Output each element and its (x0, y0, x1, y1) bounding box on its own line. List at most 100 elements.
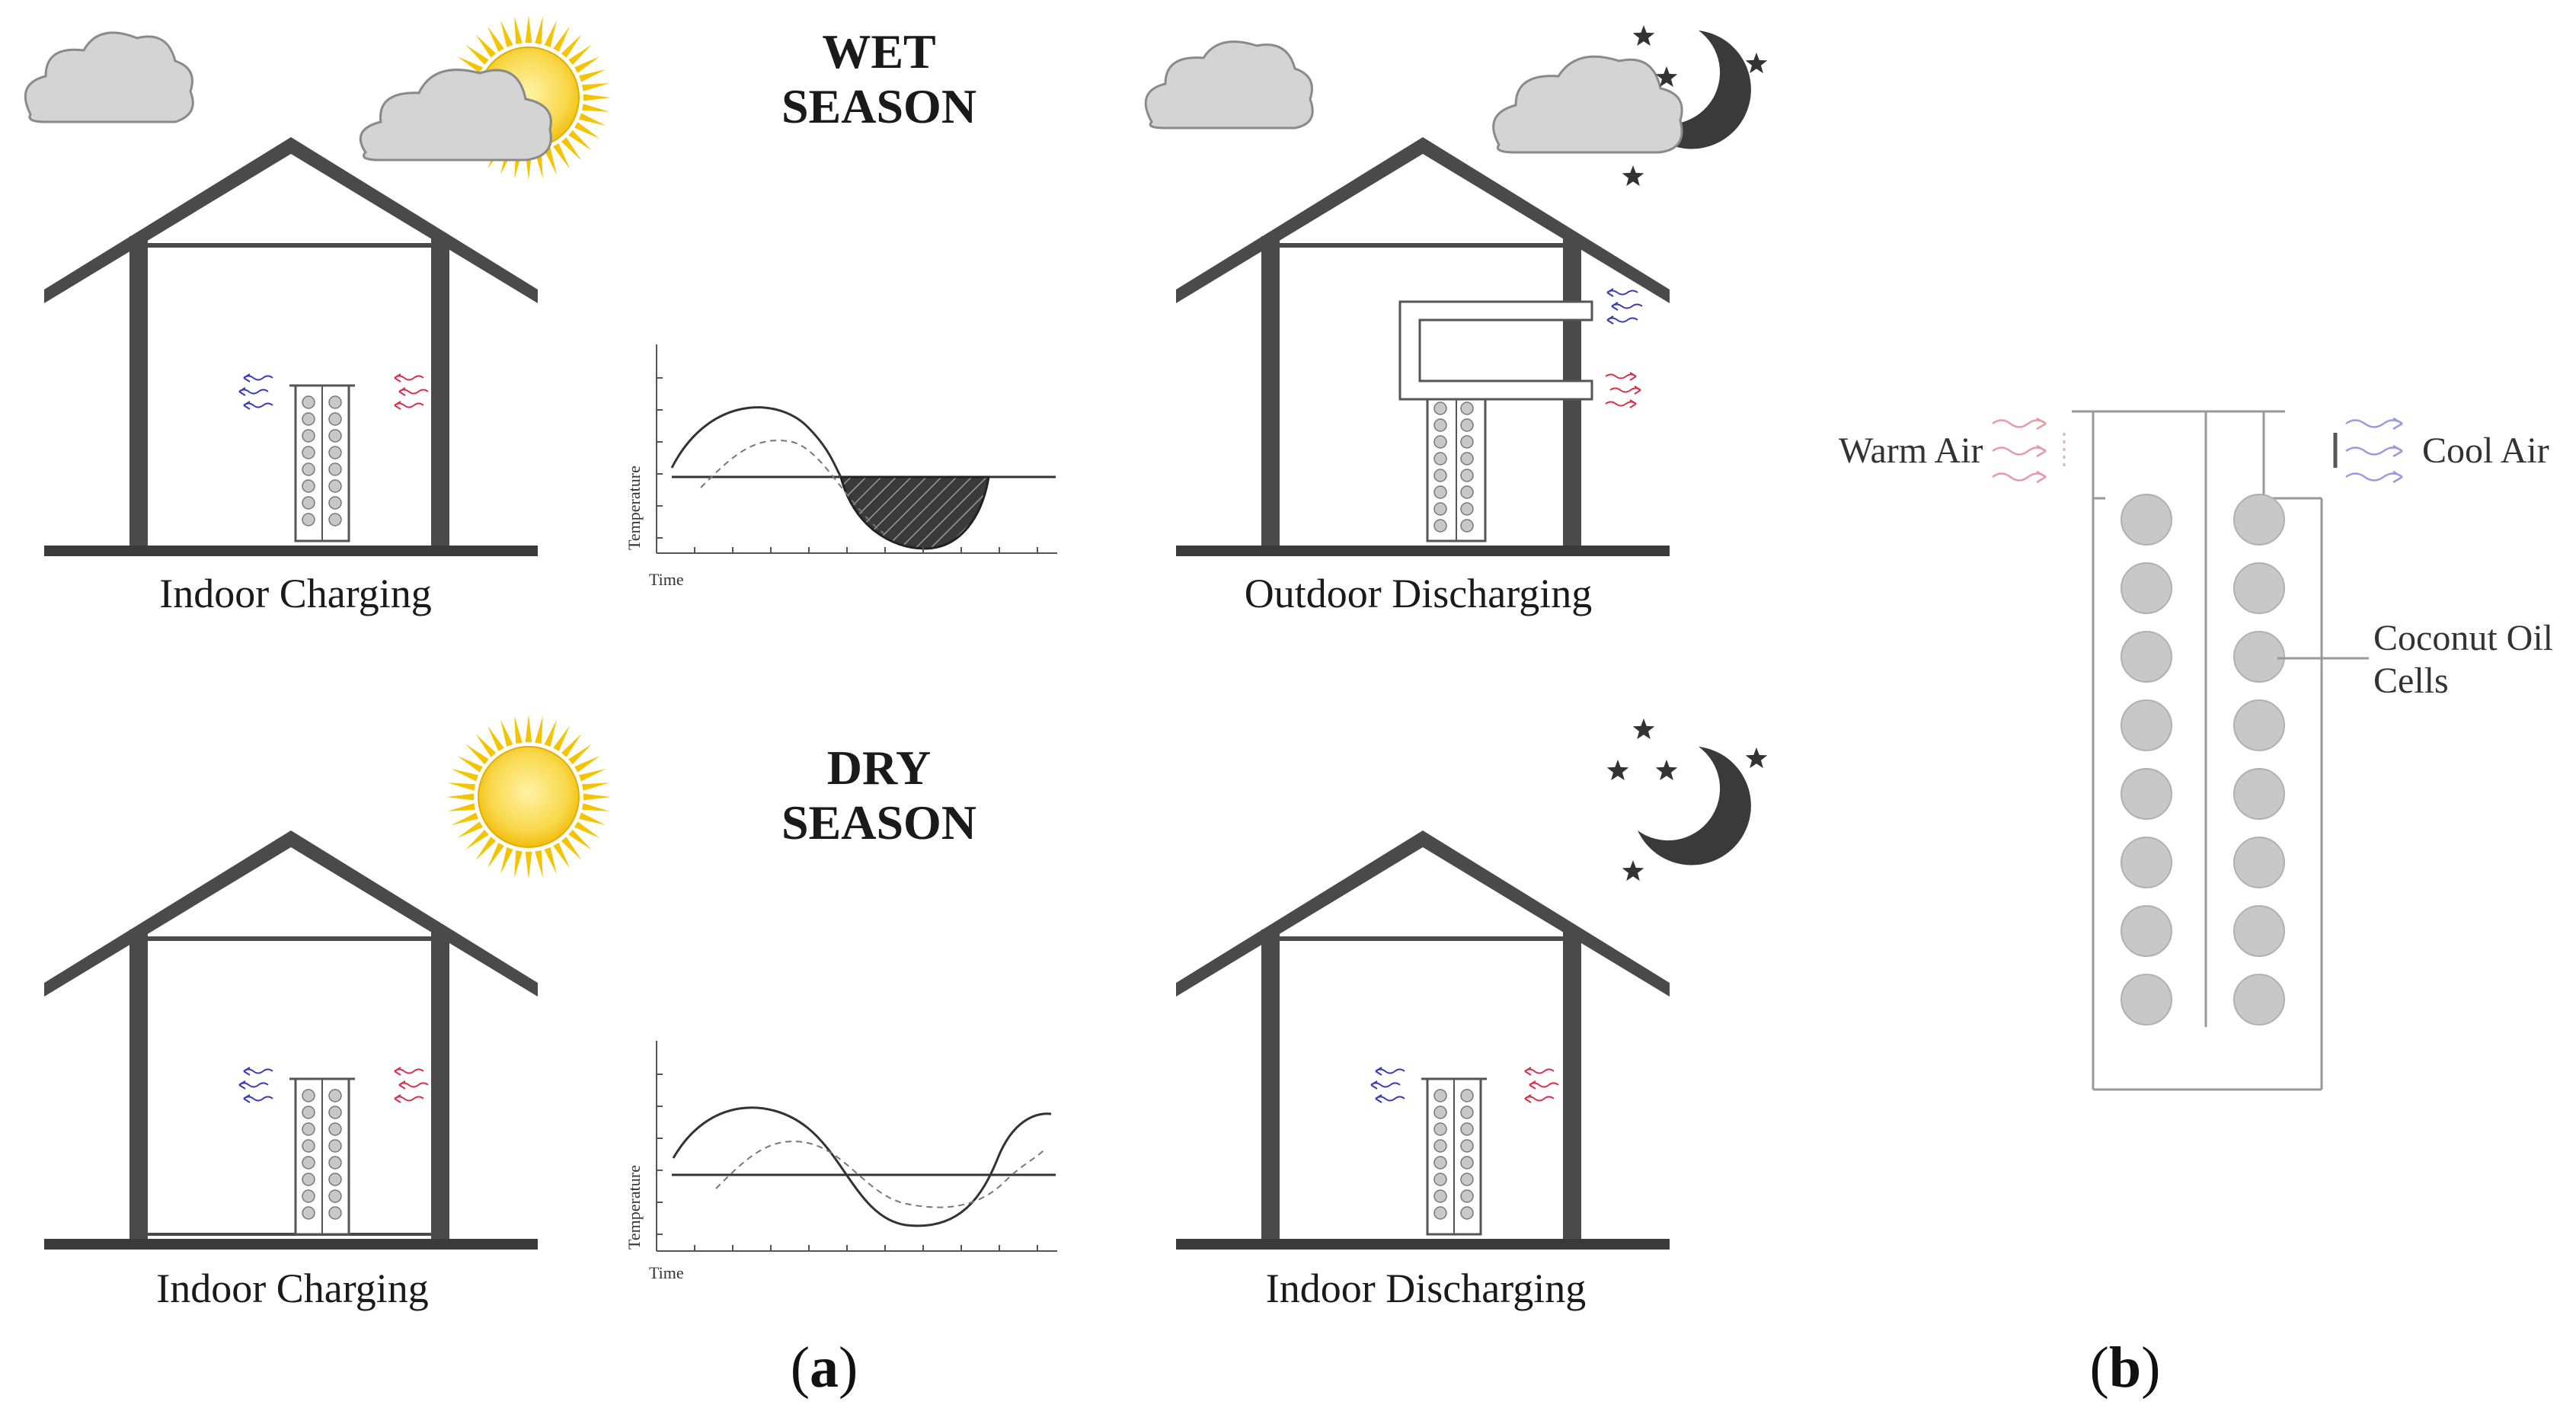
house-wet-indoor-charging (44, 137, 538, 556)
graph-dry-xlabel: Time (649, 1263, 684, 1282)
sun-ray (582, 782, 610, 791)
warm-air-arrow-icon (398, 387, 429, 396)
cell (302, 395, 315, 409)
star (1632, 718, 1655, 740)
sun-ray (525, 715, 532, 743)
caption-dry-indoor-charging: Indoor Charging (156, 1266, 429, 1311)
cool-air-arrow-icon (238, 1080, 269, 1090)
coconut-oil-cells-line1: Coconut Oil (2373, 618, 2553, 658)
dry-season-title: DRY SEASON (781, 741, 976, 850)
cell (1433, 402, 1447, 415)
panel-label-b-close: ) (2141, 1336, 2161, 1400)
coconut-oil-cells-label: Coconut Oil Cells (2373, 617, 2553, 702)
sun-ray (535, 715, 543, 744)
cell (302, 513, 315, 526)
warm-air-arrow-icon (394, 1067, 424, 1076)
cell (1433, 1173, 1447, 1186)
sun-ray (451, 769, 478, 782)
panel-label-b-open: ( (2089, 1336, 2109, 1400)
coconut-oil-cell (2233, 494, 2285, 546)
cell (1460, 418, 1474, 432)
cell (328, 412, 342, 426)
sun-ray (579, 812, 606, 825)
cell (1460, 1173, 1474, 1186)
cell (302, 1206, 315, 1220)
cell (1433, 1139, 1447, 1153)
cloud-icon (1492, 55, 1683, 154)
sun-ray (451, 812, 478, 825)
sun-ray (535, 850, 543, 878)
cell (1433, 1122, 1447, 1136)
cell (1433, 435, 1447, 449)
cool-air-arrow-icon (243, 1067, 273, 1076)
sun-ray (525, 15, 532, 43)
sun-ray (579, 69, 606, 82)
warm-air-arrow-icon (1605, 399, 1637, 408)
cell (328, 1206, 342, 1220)
cell (302, 429, 315, 443)
sun-ray (553, 843, 570, 869)
sun-ray (465, 829, 489, 850)
star (1606, 760, 1629, 781)
cell (1433, 1089, 1447, 1102)
sun-ray (447, 803, 475, 811)
caption-wet-outdoor-discharging: Outdoor Discharging (1244, 571, 1593, 616)
sun-ray (574, 821, 600, 838)
sun-ray (544, 20, 557, 47)
cool-air-arrow-icon (2345, 470, 2403, 484)
sun-ray (579, 113, 606, 126)
cell (328, 513, 342, 526)
caption-dry-indoor-discharging: Indoor Discharging (1265, 1266, 1587, 1311)
sun-ray (568, 44, 592, 66)
panel-b-storage-diagram (1992, 410, 2403, 1091)
coconut-oil-cell (2121, 631, 2172, 683)
coconut-oil-cell (2121, 699, 2172, 751)
cell (1433, 469, 1447, 482)
warm-air-arrow-icon (394, 1094, 424, 1103)
wet-season-line1: WET (822, 24, 936, 78)
star-icon (1622, 25, 1768, 187)
panel-label-a: (a) (791, 1335, 858, 1401)
cell (302, 446, 315, 459)
cell (1433, 452, 1447, 466)
cell (302, 1189, 315, 1203)
house-wet-outdoor-discharging (1176, 137, 1670, 556)
sun-ray (574, 122, 600, 139)
coconut-oil-cell (2233, 837, 2285, 888)
dry-season-line1: DRY (826, 741, 932, 795)
sun-ray (457, 56, 483, 73)
panel-label-b: (b) (2090, 1335, 2161, 1401)
sun-ray (514, 715, 523, 744)
storage-column (289, 384, 355, 542)
cell (1460, 1106, 1474, 1119)
warm-air-arrow-icon (1524, 1067, 1555, 1076)
cell (302, 1122, 315, 1136)
storage-column (289, 1077, 355, 1236)
sun-ray (561, 137, 582, 161)
house-dry-indoor-charging (44, 830, 538, 1250)
star-icon (1606, 718, 1768, 882)
cell (1460, 502, 1474, 516)
cell (1433, 519, 1447, 533)
cell (302, 1089, 315, 1102)
cool-air-label: Cool Air (2422, 430, 2549, 471)
coconut-oil-cell (2233, 905, 2285, 957)
cell (1460, 402, 1474, 415)
column-cells (302, 395, 1474, 1220)
cell (1460, 1089, 1474, 1102)
temperature-graph-wet (656, 344, 1057, 554)
sun-ray (465, 44, 489, 66)
cell (1460, 469, 1474, 482)
sun-ray (514, 16, 523, 44)
sun-ray (553, 143, 570, 169)
coconut-oil-cell (2121, 974, 2172, 1026)
cell (1460, 1189, 1474, 1203)
cool-air-arrow-icon (243, 401, 273, 410)
cell (302, 462, 315, 476)
sun-ray (475, 34, 497, 58)
star (1745, 53, 1768, 74)
sun-ray (514, 850, 523, 878)
sun-ray (568, 829, 592, 850)
cell (302, 496, 315, 510)
coconut-oil-cell (2121, 837, 2172, 888)
